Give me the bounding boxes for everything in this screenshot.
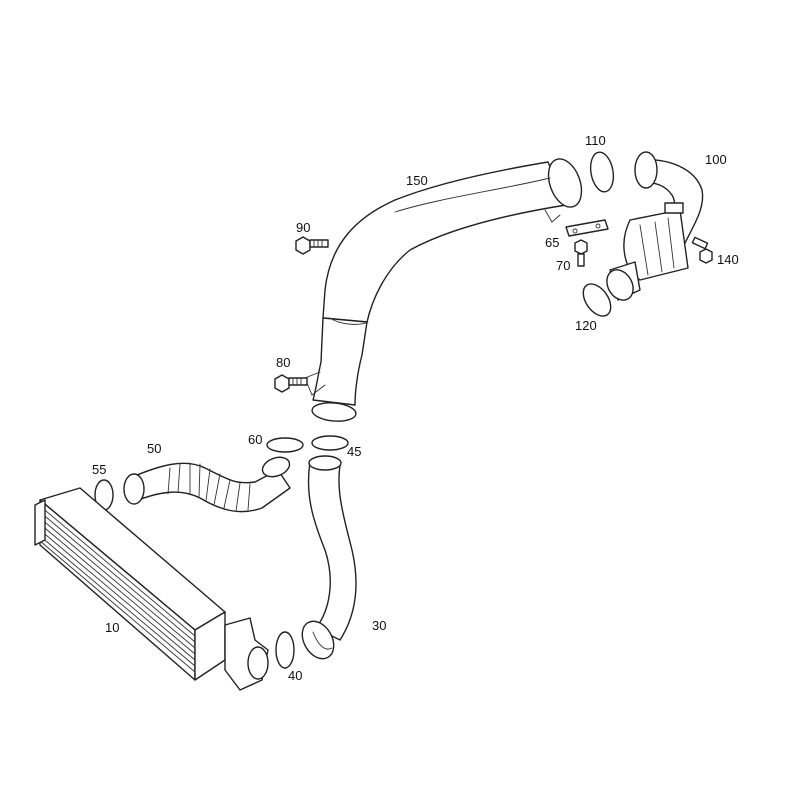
bracket-65	[565, 219, 609, 237]
callout-40: 40	[288, 668, 302, 683]
callout-30: 30	[372, 618, 386, 633]
seal-ring-110	[589, 151, 615, 193]
corrugated-hose-50	[123, 456, 291, 513]
bolt-80	[274, 374, 308, 393]
bypass-valve-elbow-100	[606, 151, 704, 301]
callout-70: 70	[556, 258, 570, 273]
seal-ring-60	[266, 437, 304, 453]
callout-140: 140	[717, 252, 739, 267]
callout-10: 10	[105, 620, 119, 635]
callout-100: 100	[705, 152, 727, 167]
callout-150: 150	[406, 173, 428, 188]
seal-ring-120	[582, 283, 612, 317]
callout-65: 65	[545, 235, 559, 250]
bolt-140	[691, 236, 713, 264]
upper-charge-pipe-150	[304, 158, 583, 422]
callout-90: 90	[296, 220, 310, 235]
callout-80: 80	[276, 355, 290, 370]
seal-ring-40	[275, 631, 295, 669]
bolt-90	[295, 236, 329, 255]
lower-charge-pipe-30	[301, 455, 357, 660]
callout-110: 110	[585, 133, 606, 148]
seal-ring-45	[311, 435, 349, 451]
callout-45: 45	[347, 444, 361, 459]
callout-50: 50	[147, 441, 161, 456]
callout-55: 55	[92, 462, 106, 477]
callout-60: 60	[248, 432, 262, 447]
bolt-70	[574, 239, 588, 267]
intercooler-10	[34, 487, 269, 691]
callout-120: 120	[575, 318, 597, 333]
